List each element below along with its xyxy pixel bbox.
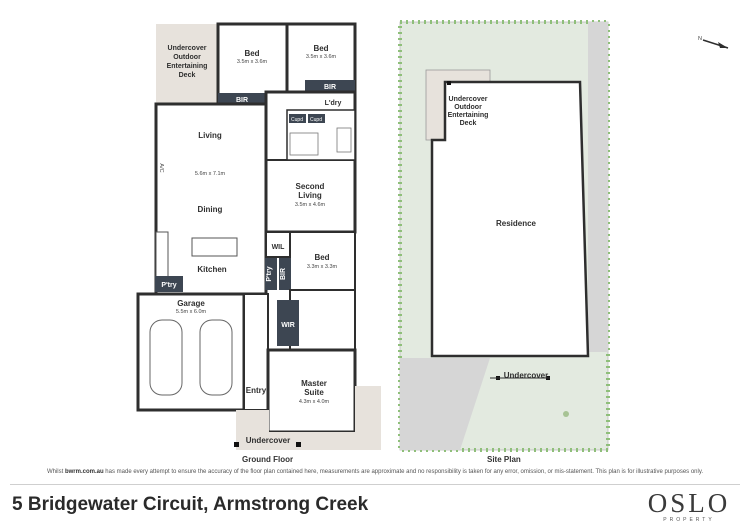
laundry-label: L'dry bbox=[325, 100, 342, 107]
wir-area bbox=[277, 300, 299, 346]
cupd1-label: Cupd bbox=[291, 117, 303, 123]
kitchen-island bbox=[191, 237, 238, 257]
master-dim: 4.3m x 4.0m bbox=[299, 399, 330, 405]
bed3-label: Bed bbox=[314, 253, 329, 262]
living-label: Living bbox=[198, 131, 222, 140]
entry-label: Entry bbox=[246, 386, 267, 395]
second-living-label-1: Second bbox=[296, 182, 325, 191]
master-label-2: Suite bbox=[304, 388, 324, 397]
ground-floor-plan bbox=[136, 22, 381, 450]
disclaimer-pre: Whilst bbox=[46, 469, 65, 475]
second-living-dim: 3.5m x 4.6m bbox=[295, 202, 326, 208]
driveway bbox=[400, 358, 490, 450]
bir-top-left bbox=[218, 93, 266, 105]
bed1-dim: 3.5m x 3.6m bbox=[237, 59, 268, 65]
bir-mid-label: BIR bbox=[280, 268, 287, 280]
undercover-deck-area bbox=[156, 24, 218, 104]
disclaimer-site: bwrm.com.au bbox=[64, 469, 104, 475]
cupd-1 bbox=[289, 114, 306, 123]
living-dim: 5.6m x 7.1m bbox=[195, 171, 226, 177]
site-plan-caption: Site Plan bbox=[487, 455, 521, 464]
front-undercover-label: Undercover bbox=[246, 436, 290, 445]
deck-label-1: Undercover bbox=[168, 45, 207, 52]
site-undercover-label: Undercover bbox=[504, 371, 548, 380]
pantry-label: P'try bbox=[161, 282, 176, 289]
deck-label-2: Outdoor bbox=[173, 54, 201, 61]
site-deck-label-1: Undercover bbox=[449, 96, 488, 103]
bir-top-right bbox=[305, 80, 355, 92]
north-label: N bbox=[698, 36, 702, 42]
bir-mid-strip bbox=[279, 258, 291, 290]
logo-wordmark: OSLO bbox=[647, 488, 731, 518]
ptry-strip bbox=[265, 258, 277, 290]
ac-label: A/C bbox=[158, 163, 164, 172]
bir-top-right-label: BIR bbox=[324, 84, 336, 91]
disclaimer: Whilst bwrm.com.au has made every attemp… bbox=[0, 469, 750, 475]
bir-top-left-label: BIR bbox=[236, 97, 248, 104]
bed2-label: Bed bbox=[313, 44, 328, 53]
property-address: 5 Bridgewater Circuit, Armstrong Creek bbox=[12, 494, 369, 515]
agency-logo: OSLO PROPERTY bbox=[640, 488, 738, 526]
site-deck-label-2: Outdoor bbox=[454, 104, 482, 111]
site-plan bbox=[398, 20, 729, 452]
dining-label: Dining bbox=[198, 205, 223, 214]
cupd2-label: Cupd bbox=[310, 117, 322, 123]
master-label-1: Master bbox=[301, 379, 327, 388]
deck-label-4: Deck bbox=[179, 72, 196, 79]
kitchen-label: Kitchen bbox=[197, 265, 226, 274]
second-living-label-2: Living bbox=[298, 191, 322, 200]
garage-label: Garage bbox=[177, 299, 205, 308]
site-deck-label-3: Entertaining bbox=[448, 112, 489, 119]
deck-label-3: Entertaining bbox=[167, 63, 208, 70]
garage-dim: 5.5m x 6.0m bbox=[176, 309, 207, 315]
residence-label: Residence bbox=[496, 219, 537, 228]
ground-floor-caption: Ground Floor bbox=[242, 455, 294, 464]
bed3-dim: 3.3m x 3.3m bbox=[307, 264, 338, 270]
wir-label: WIR bbox=[281, 322, 295, 329]
wil-label: WIL bbox=[272, 244, 286, 251]
cupd-2 bbox=[308, 114, 325, 123]
site-deck-label-4: Deck bbox=[460, 120, 477, 127]
bed2-dim: 3.5m x 3.6m bbox=[306, 54, 337, 60]
residence-footprint bbox=[430, 80, 590, 358]
logo-subtext: PROPERTY bbox=[663, 517, 715, 523]
kitchen-pantry bbox=[155, 276, 183, 292]
bed1-label: Bed bbox=[244, 49, 259, 58]
divider bbox=[10, 484, 740, 485]
ptry2-label: P'try bbox=[266, 266, 273, 281]
disclaimer-post: has made every attempt to ensure the acc… bbox=[103, 469, 704, 475]
